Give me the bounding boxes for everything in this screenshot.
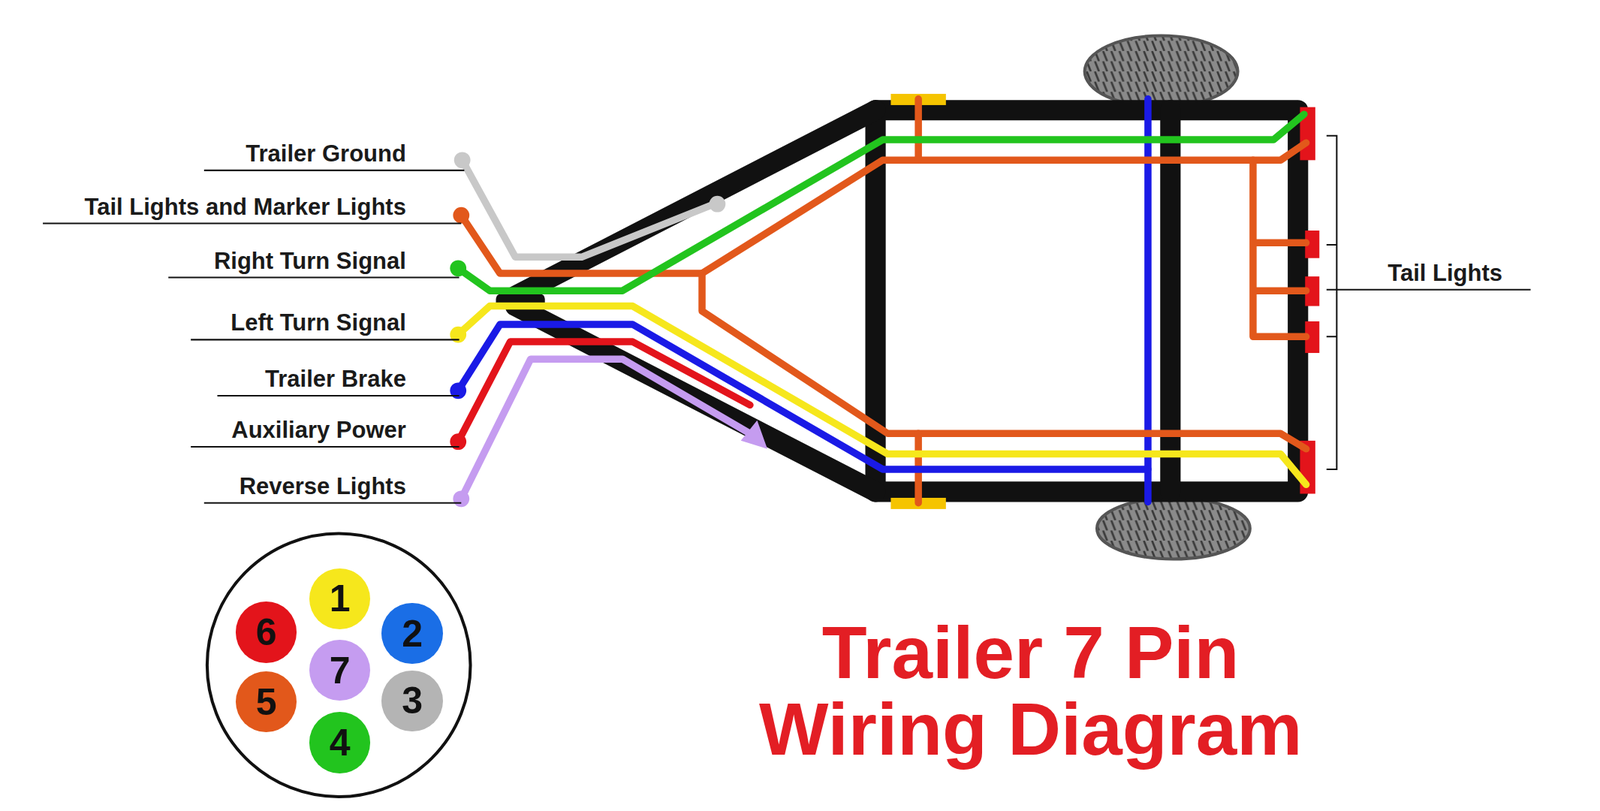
pin-number: 2 (401, 614, 423, 653)
pin-number: 4 (329, 723, 351, 762)
drawing-part (190, 445, 459, 448)
pin-number: 3 (401, 681, 423, 720)
tail-lights-label: Tail Lights (1387, 259, 1503, 287)
wire-label: Auxiliary Power (231, 416, 407, 444)
wire-label: Right Turn Signal (213, 247, 407, 275)
drawing-part (1299, 107, 1320, 495)
drawing-part (168, 276, 459, 278)
pin-circle: 1 (309, 568, 371, 630)
drawing-part (452, 207, 470, 224)
drawing-part (458, 306, 1306, 486)
wire-label: Tail Lights and Marker Lights (84, 193, 407, 221)
drawing-part (454, 151, 471, 169)
drawing-part (204, 502, 462, 504)
drawing-part (42, 170, 1531, 504)
pin-circle: 6 (235, 601, 298, 663)
pin-circle: 3 (381, 670, 443, 733)
drawing-part (449, 259, 467, 277)
drawing-part (461, 358, 751, 499)
drawing-part (452, 490, 470, 507)
drawing-part (914, 99, 923, 504)
drawing-part (1326, 289, 1531, 291)
pin-number: 6 (256, 613, 278, 651)
drawing-part (190, 338, 459, 341)
drawing-part (458, 114, 1305, 291)
drawing-part (1096, 497, 1251, 560)
drawing-part (216, 394, 459, 397)
wire-label: Trailer Brake (265, 365, 407, 393)
drawing-part (1084, 36, 1239, 108)
drawing-part (458, 99, 1306, 504)
drawing-part (709, 195, 727, 213)
diagram-title: Trailer 7 Pin Wiring Diagram (738, 614, 1324, 768)
drawing-part (741, 420, 768, 449)
pin-number: 1 (329, 579, 351, 618)
pin-number: 7 (329, 651, 351, 690)
drawing-part (207, 533, 471, 796)
pin-circle: 7 (309, 639, 371, 702)
pin-number: 5 (256, 683, 278, 721)
drawing-part (1253, 159, 1307, 337)
pin-circle: 2 (381, 602, 443, 665)
drawing-part (462, 159, 715, 257)
wire-label: Trailer Ground (245, 140, 407, 168)
drawing-part (702, 273, 1307, 449)
drawing-part (461, 142, 1306, 274)
drawing-part (458, 324, 1149, 470)
wire-label: Reverse Lights (239, 473, 407, 501)
pin-circle: 5 (235, 671, 298, 733)
drawing-part (204, 169, 465, 172)
drawing-part (1326, 135, 1338, 470)
pin-circle: 4 (309, 711, 371, 774)
drawing-part (42, 222, 462, 224)
wire-label: Left Turn Signal (230, 309, 407, 337)
